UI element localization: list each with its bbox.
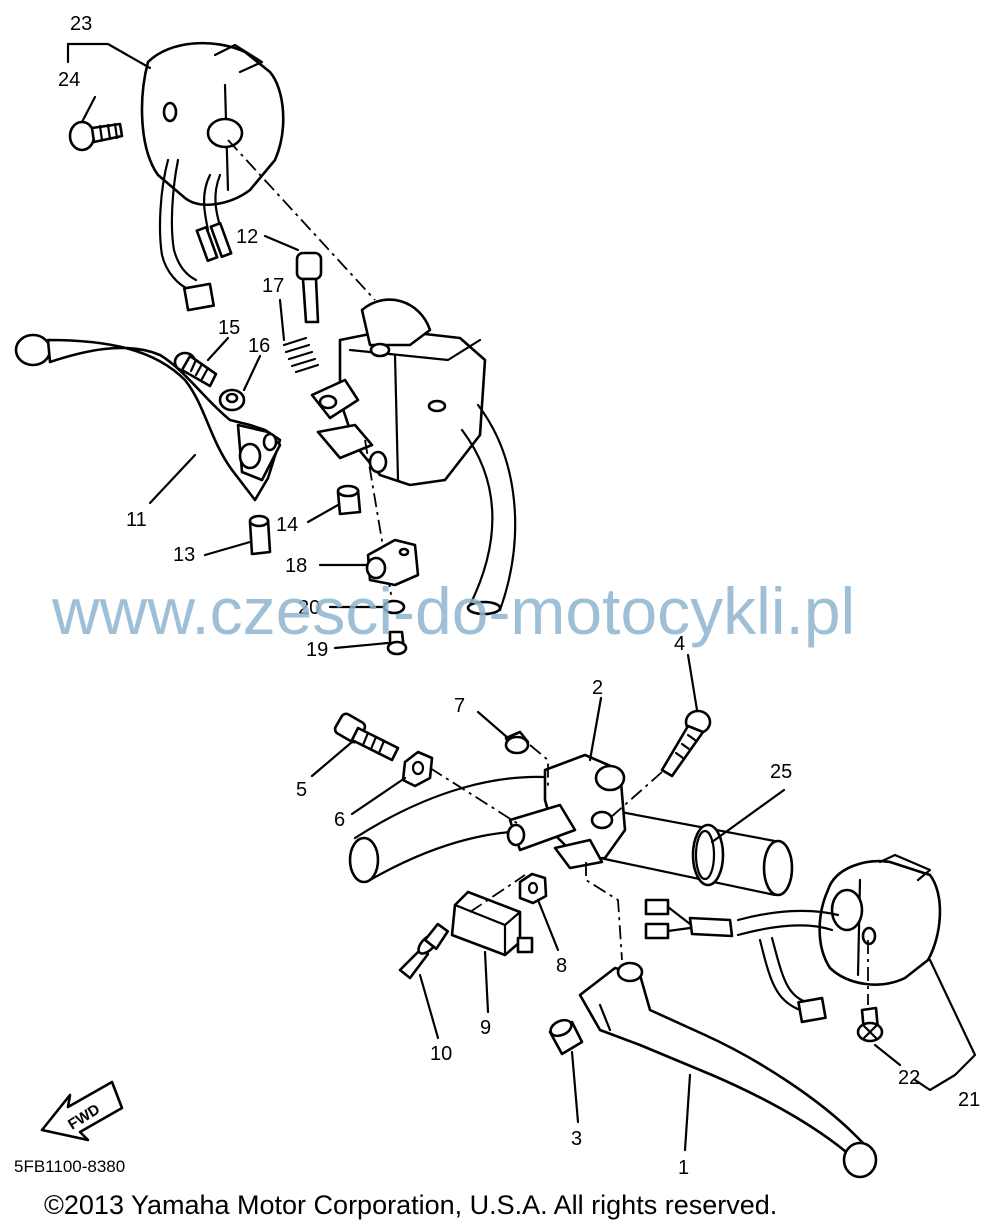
part-10-screw [398,922,450,980]
callout-25: 25 [770,761,792,783]
part-17-spring [282,336,320,374]
part-22-screw [856,1006,884,1043]
callout-23: 23 [70,13,92,35]
watermark-text: www.czesci-do-motocykli.pl [51,574,855,648]
callout-20: 20 [298,597,320,619]
brake-master-cylinder [310,298,487,487]
callout-1: 1 [678,1157,689,1179]
callout-7: 7 [454,695,465,717]
part-19-screw [386,630,408,656]
callout-10: 10 [430,1043,452,1065]
callout-13: 13 [173,544,195,566]
part-6-nut [401,750,434,788]
callout-9: 9 [480,1017,491,1039]
part-8-nut [518,872,548,905]
part-13-collar [248,514,272,556]
part-20-washer [382,599,406,615]
callout-18: 18 [285,555,307,577]
callout-numbers: 1 2 3 4 5 6 7 8 9 10 11 12 13 14 15 16 1… [58,13,980,1179]
copyright-notice: ©2013 Yamaha Motor Corporation, U.S.A. A… [44,1190,777,1220]
assembly-line-4 [609,771,663,819]
part-24-screw [68,120,124,152]
part-3-collar [548,1018,584,1056]
part-4-bolt [660,709,712,778]
part-21-wire-harness [644,898,840,1024]
callout-15: 15 [218,317,240,339]
part-2-lever-holder [506,753,627,870]
drawing-code: 5FB1100-8380 [14,1157,125,1176]
brake-hose [460,403,517,616]
part-5-bolt [333,712,400,762]
callout-3: 3 [571,1128,582,1150]
part-25-grip-collar [691,823,725,887]
part-9-clutch-switch [450,890,534,957]
part-12-bolt [295,251,323,324]
callout-21: 21 [958,1089,980,1111]
part-15-bolt [173,351,218,388]
part-23-wire-harness [158,158,233,312]
callout-12: 12 [236,226,258,248]
part-18-brake-switch [365,538,420,587]
assembly-line-2 [585,862,623,961]
callout-8: 8 [556,955,567,977]
callout-11: 11 [126,509,147,531]
leader-lines [66,42,977,1152]
callout-16: 16 [248,335,270,357]
assembly-line-9 [469,874,526,913]
part-21-handlebar-switch [818,853,942,986]
assembly-line-6 [429,767,521,826]
part-7-screw [504,730,530,755]
callout-6: 6 [334,809,345,831]
callout-24: 24 [58,69,80,91]
part-16-collar [218,388,246,412]
handlebar-axis-line [227,139,376,301]
callout-2: 2 [592,677,603,699]
callout-4: 4 [674,633,685,655]
callout-22: 22 [898,1067,920,1089]
fwd-arrow-icon: FWD [40,1080,124,1142]
callout-17: 17 [262,275,284,297]
part-1-clutch-lever [578,961,878,1179]
callout-14: 14 [276,514,298,536]
part-11-brake-lever [14,333,282,502]
callout-19: 19 [306,639,328,661]
assembly-line-7 [529,744,549,790]
part-14-nut [336,484,362,516]
callout-5: 5 [296,779,307,801]
